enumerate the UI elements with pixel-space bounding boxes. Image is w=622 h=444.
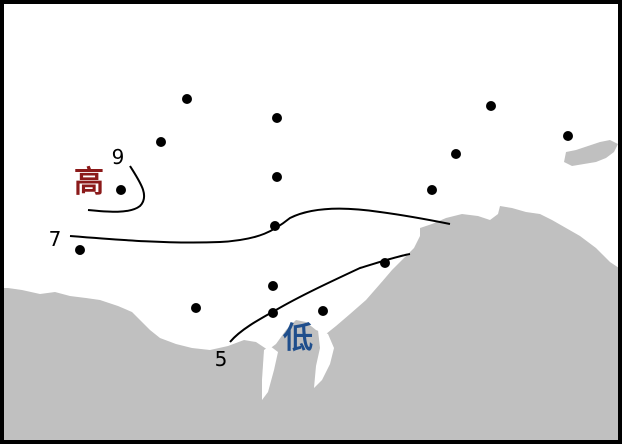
inlet-west — [262, 346, 278, 400]
station-dot — [156, 137, 166, 147]
inlet-east — [314, 330, 334, 388]
station-dot — [451, 149, 461, 159]
station-dot — [182, 94, 192, 104]
land-mainland — [0, 206, 622, 444]
station-dot — [268, 281, 278, 291]
station-dot — [270, 221, 280, 231]
high-pressure-label: 高 — [74, 165, 104, 200]
station-dot — [563, 131, 573, 141]
station-dot — [380, 258, 390, 268]
contour-label-5: 5 — [215, 347, 228, 371]
station-dot — [268, 308, 278, 318]
stations — [75, 94, 573, 318]
contour-label-7: 7 — [49, 227, 62, 251]
station-dot — [75, 245, 85, 255]
contour-9 — [87, 165, 146, 213]
station-dot — [427, 185, 437, 195]
contour-7 — [69, 207, 451, 244]
contour-label-9: 9 — [112, 145, 125, 169]
station-dot — [272, 113, 282, 123]
station-dot — [272, 172, 282, 182]
station-dot — [116, 185, 126, 195]
land-island — [564, 140, 618, 166]
station-dot — [318, 306, 328, 316]
station-dot — [191, 303, 201, 313]
station-dot — [486, 101, 496, 111]
low-pressure-label: 低 — [282, 321, 313, 356]
